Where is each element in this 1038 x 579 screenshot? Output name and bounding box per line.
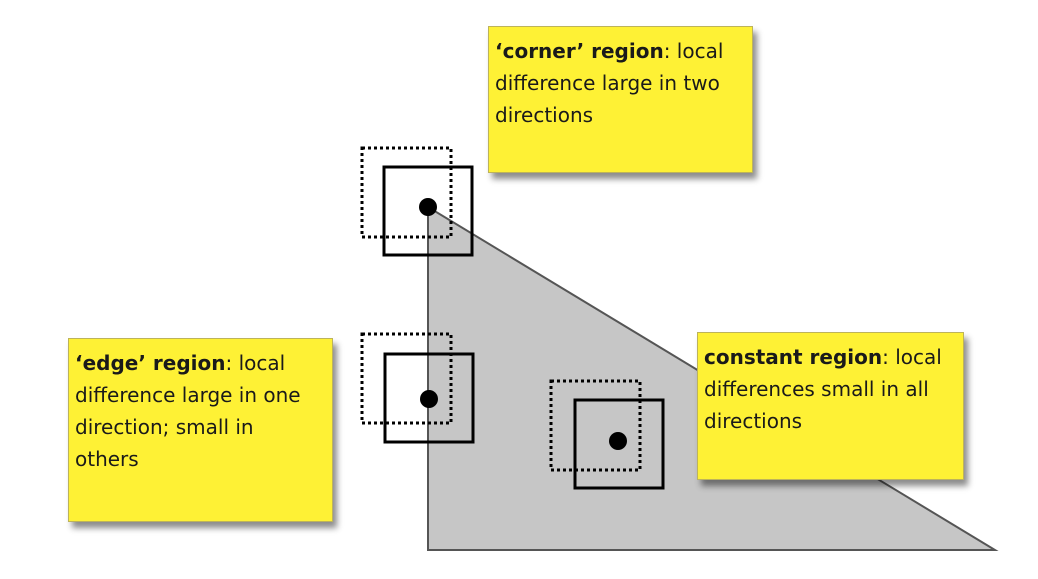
corner-note-line-3: directions [495,103,594,127]
corner-note-line-1: ‘corner’ region: local [495,35,746,67]
edge-shifted-window [360,332,453,425]
constant-note-line-1: constant region: local [704,341,957,373]
corner-region-note: ‘corner’ region: local difference large … [488,26,753,173]
edge-window-group [360,332,475,444]
edge-note-line-3: direction; small in [75,415,254,439]
constant-window-group [549,379,665,490]
edge-note-line-1-rest: : local [225,351,286,375]
corner-shifted-window [360,146,453,239]
corner-note-keyword: ‘corner’ region [495,39,664,63]
constant-shifted-window [549,379,642,472]
constant-note-line-3: directions [704,409,803,433]
corner-note-line-2: difference large in two [495,71,720,95]
constant-note-line-2: differences small in all [704,377,929,401]
corner-note-line-1-rest: : local [663,39,724,63]
constant-point [609,432,627,450]
constant-note-line-1-rest: : local [882,345,942,369]
edge-note-keyword: ‘edge’ region [75,351,226,375]
corner-point [419,198,437,216]
corner-window [382,165,474,257]
edge-window [383,352,475,444]
edge-region-note: ‘edge’ region: local difference large in… [68,338,333,522]
edge-note-line-2: difference large in one [75,383,301,407]
edge-note-line-1: ‘edge’ region: local [75,347,326,379]
corner-window-group [360,146,474,257]
edge-note-line-4: others [75,447,139,471]
edge-point [420,390,438,408]
constant-note-keyword: constant region [704,345,883,369]
constant-region-note: constant region: local differences small… [697,332,964,480]
constant-window [573,398,665,490]
